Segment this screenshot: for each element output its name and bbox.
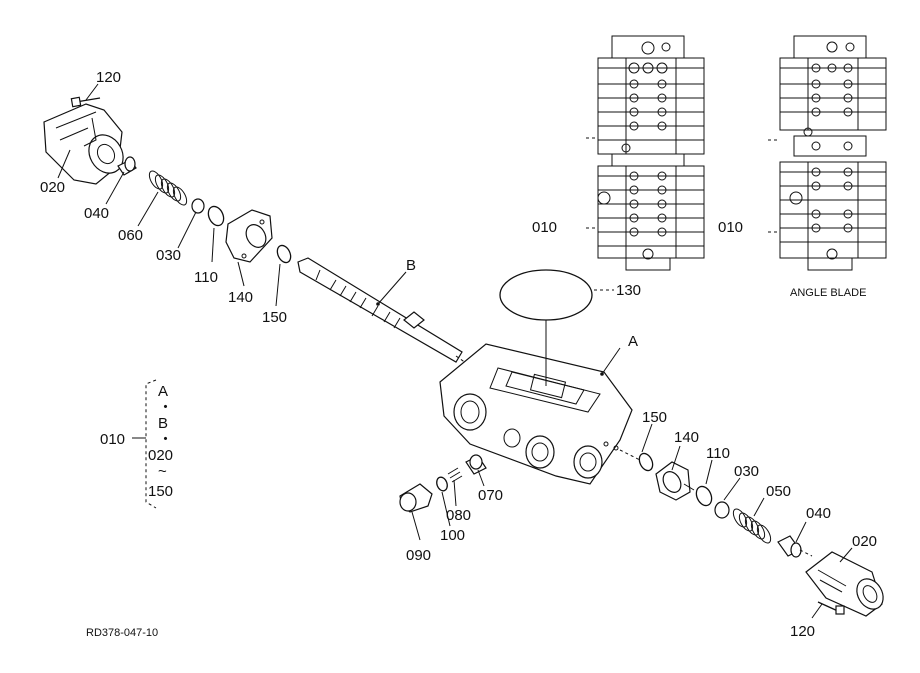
- valve-schematic-right: [768, 35, 887, 271]
- legend-bracket: [132, 379, 157, 509]
- legend-line2: B: [158, 415, 168, 432]
- label-upper-150: 150: [262, 309, 287, 326]
- label-lower-120: 120: [790, 623, 815, 640]
- label-upper-110: 110: [194, 269, 218, 286]
- oring-110: [207, 205, 225, 227]
- lower-parts-train: [638, 452, 813, 558]
- label-upper-060: 060: [118, 227, 143, 244]
- label-lower-140: 140: [674, 429, 699, 446]
- legend-dot1: ・: [158, 399, 173, 416]
- legend-tilde: ~: [158, 463, 167, 480]
- legend-ref: 010: [100, 431, 125, 448]
- label-upper-040: 040: [84, 205, 109, 222]
- legend-dot2: ・: [158, 431, 173, 448]
- washer-030: [191, 198, 205, 214]
- spool-b: [297, 257, 477, 371]
- legend-line1: A: [158, 383, 168, 400]
- upper-parts-train: [117, 156, 292, 264]
- legend-line3: 020: [148, 447, 173, 464]
- label-lower-110: 110: [706, 445, 730, 462]
- label-valve-a: A: [628, 333, 638, 350]
- footer-code: RD378-047-10: [86, 627, 158, 639]
- label-lower-090: 090: [406, 547, 431, 564]
- screw-lower-120: [817, 601, 845, 615]
- label-valve-010-left: 010: [532, 219, 557, 236]
- label-oring-130: 130: [616, 282, 641, 299]
- oring-130: [499, 269, 593, 321]
- label-upper-020: 020: [40, 179, 65, 196]
- label-upper-120: 120: [96, 69, 121, 86]
- label-lower-080: 080: [446, 507, 471, 524]
- screw-upper-120: [70, 96, 101, 108]
- label-angle-blade: ANGLE BLADE: [790, 287, 866, 299]
- lower-left-parts: [399, 454, 487, 513]
- valve-schematic-left: [586, 35, 705, 271]
- label-upper-030: 030: [156, 247, 181, 264]
- flange-140: [225, 209, 273, 263]
- label-valve-010-right: 010: [718, 219, 743, 236]
- label-lower-050: 050: [766, 483, 791, 500]
- label-spool-b: B: [406, 257, 416, 274]
- oring-150-upper: [276, 244, 292, 264]
- spring-060: [148, 170, 188, 206]
- legend: 010 A ・ B ・ 020 ~ 150: [100, 383, 173, 500]
- legend-line4: 150: [148, 483, 173, 500]
- label-upper-140: 140: [228, 289, 253, 306]
- end-cap-lower-020: [805, 551, 884, 617]
- valve-body-a: [439, 343, 641, 485]
- part-labels: 120 020 040 060 030 110 140 150 B A 130 …: [40, 69, 877, 640]
- label-lower-070: 070: [478, 487, 503, 504]
- end-cap-upper-020: [43, 103, 124, 185]
- label-lower-030: 030: [734, 463, 759, 480]
- label-lower-040: 040: [806, 505, 831, 522]
- leader-lines: [57, 83, 853, 619]
- label-lower-150: 150: [642, 409, 667, 426]
- label-lower-020: 020: [852, 533, 877, 550]
- label-lower-100: 100: [440, 527, 465, 544]
